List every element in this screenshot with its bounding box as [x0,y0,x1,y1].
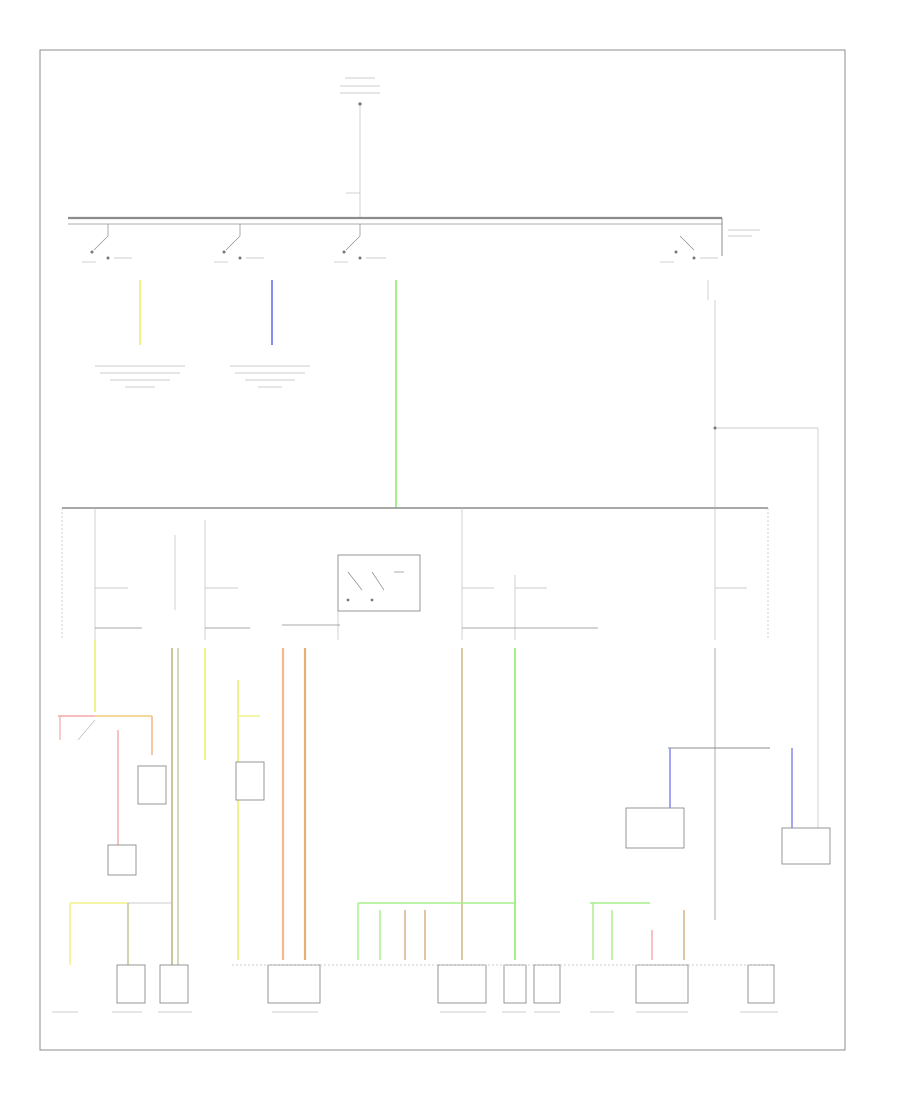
bus-fuse-4 [660,235,718,263]
component-relay-c [107,844,137,876]
bus-fuse-3 [334,224,386,263]
module-label-1 [95,365,185,388]
component-right-a [625,807,685,849]
relay-contacts [346,571,404,602]
power-source-label [340,77,380,94]
bottom-components [116,964,775,1004]
diagram-border [39,49,846,1051]
component-switch-b [235,761,265,801]
source-terminal [358,102,362,106]
main-bus-bar [68,216,723,256]
component-right-b [781,827,831,865]
module-label-2 [230,365,310,388]
left-cluster-wires [58,715,260,845]
fuse-box-label [728,229,760,237]
component-switch-a [137,765,167,805]
branch-bus-row [95,624,598,629]
lower-green-bus [357,902,685,960]
bottom-left-feeds [69,902,172,965]
bus-fuse-1 [82,224,132,263]
secondary-bus [61,507,769,640]
right-feed-bus [668,747,793,828]
bus-fuse-2 [214,224,264,263]
bus-drops [94,508,716,640]
